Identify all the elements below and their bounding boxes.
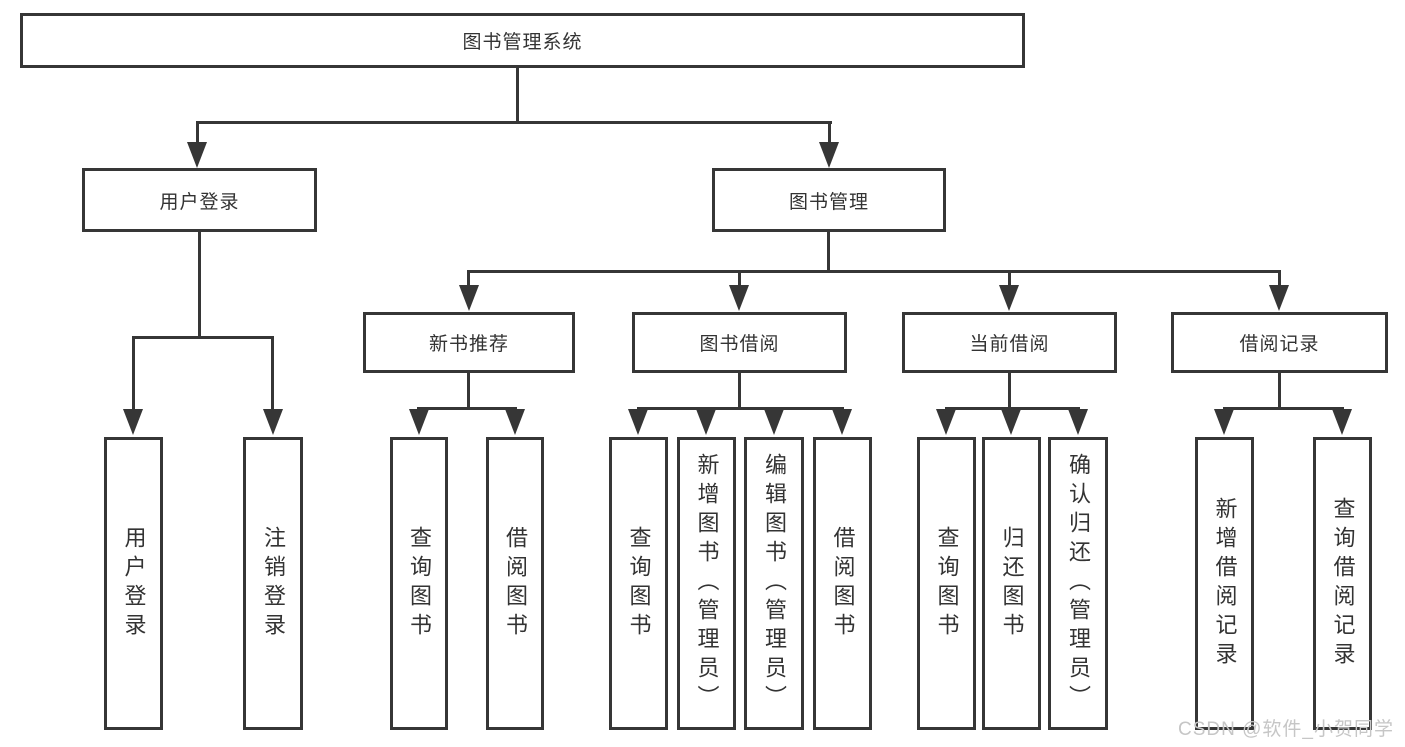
- node-leaf-cb-confirm-return: 确认归还（管理员）: [1048, 437, 1108, 730]
- node-borrow-record: 借阅记录: [1171, 312, 1388, 373]
- arrowhead-down-icon: [999, 285, 1019, 311]
- arrowhead-down-icon: [819, 142, 839, 168]
- node-leaf-cb-query-book: 查询图书: [917, 437, 976, 730]
- connector-line: [738, 373, 741, 410]
- arrowhead-down-icon: [187, 142, 207, 168]
- node-book-borrow: 图书借阅: [632, 312, 847, 373]
- node-leaf-user-login: 用户登录: [104, 437, 163, 730]
- arrowhead-down-icon: [505, 409, 525, 435]
- node-leaf-bb-borrow-book: 借阅图书: [813, 437, 872, 730]
- connector-line: [738, 270, 741, 292]
- node-leaf-bb-add-book: 新增图书（管理员）: [677, 437, 736, 730]
- node-leaf-logout: 注销登录: [243, 437, 303, 730]
- connector-line: [1223, 407, 1344, 410]
- node-current-borrow: 当前借阅: [902, 312, 1117, 373]
- connector-line: [828, 121, 831, 147]
- connector-line: [1008, 373, 1011, 410]
- arrowhead-down-icon: [696, 409, 716, 435]
- arrowhead-down-icon: [1214, 409, 1234, 435]
- connector-line: [271, 336, 274, 415]
- connector-line: [827, 232, 830, 273]
- csdn-watermark: CSDN @软件_小贺同学: [1178, 719, 1394, 740]
- arrowhead-down-icon: [459, 285, 479, 311]
- node-leaf-bb-edit-book: 编辑图书（管理员）: [744, 437, 804, 730]
- node-leaf-rec-borrow-book: 借阅图书: [486, 437, 544, 730]
- arrowhead-down-icon: [1332, 409, 1352, 435]
- connector-line: [1278, 373, 1281, 410]
- node-leaf-cb-return-book: 归还图书: [982, 437, 1041, 730]
- connector-line: [132, 336, 274, 339]
- arrowhead-down-icon: [764, 409, 784, 435]
- connector-line: [132, 336, 135, 415]
- arrowhead-down-icon: [832, 409, 852, 435]
- node-user-login: 用户登录: [82, 168, 317, 232]
- connector-line: [1008, 270, 1011, 292]
- connector-line: [467, 270, 470, 292]
- connector-line: [196, 121, 199, 147]
- connector-line: [198, 232, 201, 339]
- connector-line: [417, 407, 517, 410]
- connector-line: [196, 121, 832, 124]
- connector-line: [516, 68, 519, 124]
- connector-line: [467, 270, 1281, 273]
- arrowhead-down-icon: [628, 409, 648, 435]
- arrowhead-down-icon: [409, 409, 429, 435]
- arrowhead-down-icon: [1269, 285, 1289, 311]
- node-leaf-rec-query-book: 查询图书: [390, 437, 448, 730]
- node-new-book-rec: 新书推荐: [363, 312, 575, 373]
- arrowhead-down-icon: [936, 409, 956, 435]
- connector-line: [467, 373, 470, 410]
- arrowhead-down-icon: [1068, 409, 1088, 435]
- arrowhead-down-icon: [123, 409, 143, 435]
- node-root: 图书管理系统: [20, 13, 1025, 68]
- node-leaf-bb-query-book: 查询图书: [609, 437, 668, 730]
- arrowhead-down-icon: [263, 409, 283, 435]
- node-leaf-br-add-record: 新增借阅记录: [1195, 437, 1254, 730]
- connector-line: [1278, 270, 1281, 292]
- arrowhead-down-icon: [1001, 409, 1021, 435]
- arrowhead-down-icon: [729, 285, 749, 311]
- node-book-mgmt: 图书管理: [712, 168, 946, 232]
- node-leaf-br-query-record: 查询借阅记录: [1313, 437, 1372, 730]
- connector-line: [637, 407, 844, 410]
